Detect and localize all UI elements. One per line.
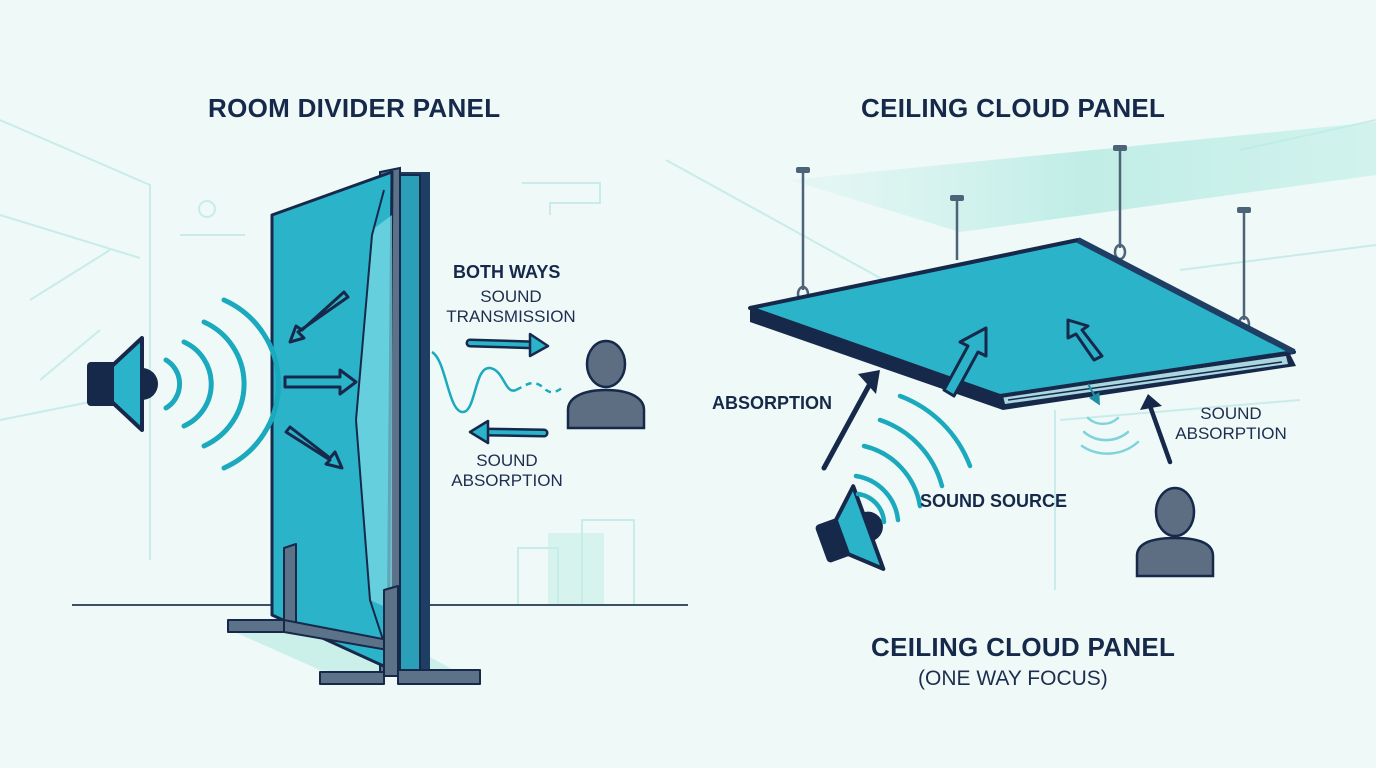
sound-transmission-line1: SOUND bbox=[480, 287, 542, 306]
left-person-icon bbox=[566, 339, 646, 430]
background-block bbox=[548, 533, 604, 605]
right-speaker-icon bbox=[815, 484, 886, 571]
ceiling-absorption-line2: ABSORPTION bbox=[1175, 424, 1287, 443]
divider-panel-arrows bbox=[283, 290, 358, 470]
absorption-arrow bbox=[468, 419, 549, 445]
ceiling-panel-arrows bbox=[942, 318, 1104, 398]
ceiling-cloud-bottom-title: CEILING CLOUD PANEL bbox=[871, 632, 1176, 662]
one-way-focus-subtitle: (ONE WAY FOCUS) bbox=[918, 667, 1108, 690]
divider-sound-absorption-label: SOUND ABSORPTION bbox=[436, 451, 578, 491]
ceiling-cloud-panel bbox=[748, 237, 1296, 410]
left-sound-waves bbox=[163, 297, 281, 471]
ceiling-sound-absorption-label: SOUND ABSORPTION bbox=[1160, 404, 1302, 444]
sound-source-label: SOUND SOURCE bbox=[920, 491, 1068, 511]
ceiling-hanging-wires bbox=[801, 150, 1246, 320]
ceiling-sound-waves bbox=[853, 393, 973, 525]
ceiling-wire-caps bbox=[796, 145, 1251, 213]
right-person-icon bbox=[1135, 486, 1215, 578]
ceiling-absorption-label: ABSORPTION bbox=[712, 393, 833, 413]
divider-absorption-line1: SOUND bbox=[476, 451, 538, 470]
ceiling-cloud-title: CEILING CLOUD PANEL bbox=[861, 93, 1166, 123]
ceiling-absorption-arrows bbox=[821, 370, 1173, 471]
transmission-arrow bbox=[465, 332, 550, 358]
divider-absorption-line2: ABSORPTION bbox=[451, 471, 563, 490]
room-divider-title: ROOM DIVIDER PANEL bbox=[208, 93, 501, 123]
ceiling-absorption-line1: SOUND bbox=[1200, 404, 1262, 423]
left-speaker-icon bbox=[87, 336, 158, 432]
both-ways-label: BOTH WAYS bbox=[453, 262, 561, 282]
sound-transmission-line2: TRANSMISSION bbox=[446, 307, 576, 326]
transmitted-wave bbox=[431, 350, 563, 414]
sound-transmission-label: SOUND TRANSMISSION bbox=[440, 287, 582, 327]
ceiling-light-beam bbox=[790, 122, 1376, 232]
divider-feet bbox=[227, 543, 481, 685]
room-divider-panel bbox=[227, 166, 481, 685]
right-small-waves bbox=[1080, 416, 1140, 455]
